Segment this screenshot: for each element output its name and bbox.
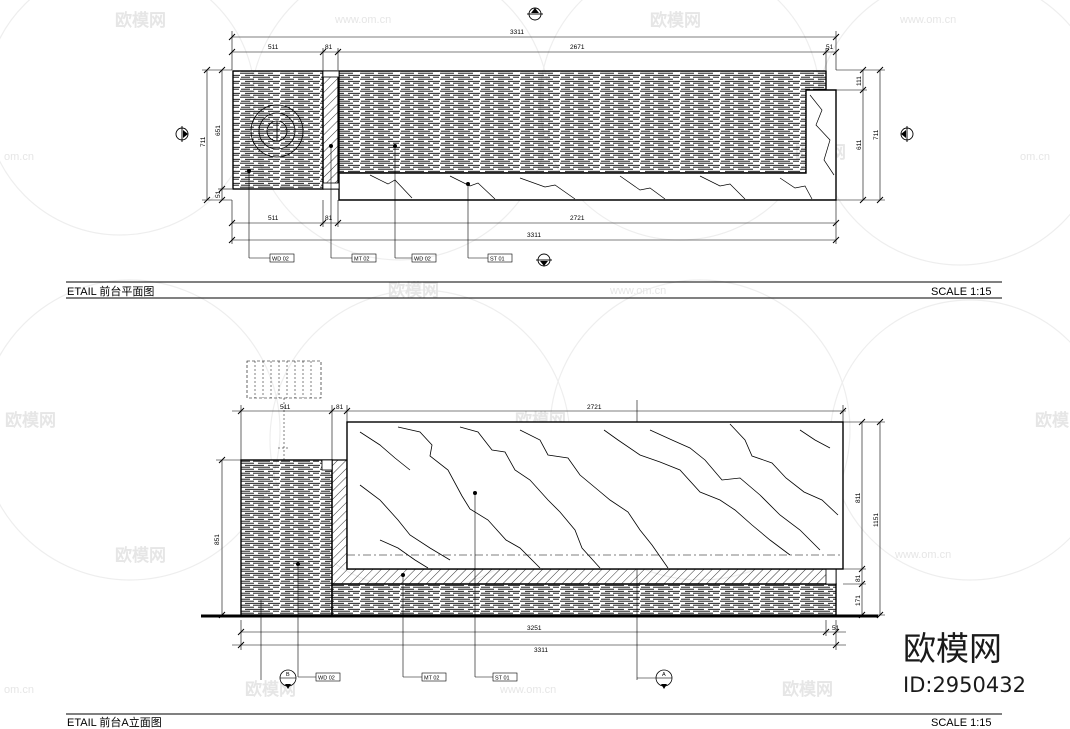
plan-dim-right: 111 xyxy=(856,76,863,86)
plan-dim-left: 651 xyxy=(215,125,222,136)
plan-chair-circle xyxy=(250,104,304,158)
plan-dim-right: 611 xyxy=(856,139,863,150)
watermark-url: om.cn xyxy=(4,151,34,163)
plan-dim-top: 81 xyxy=(325,44,333,51)
plan-dim-top: 2671 xyxy=(570,44,585,51)
watermark-url: www.om.cn xyxy=(894,549,951,561)
watermark-soft: 欧模网 xyxy=(388,280,439,301)
plan-stone-top xyxy=(338,89,837,201)
watermark-url: www.om.cn xyxy=(609,285,666,297)
elev-dim-total: 3311 xyxy=(534,647,548,654)
elev-dim-right: 171 xyxy=(855,595,862,606)
plan-dim-right: 711 xyxy=(873,129,880,140)
watermark-url: om.cn xyxy=(1020,151,1050,163)
elevation-title: ETAIL 前台A立面图 xyxy=(67,715,162,729)
elevation-view: 511 81 2721 851 811 1151 81 171 3251 51 … xyxy=(66,360,1002,729)
watermark-backdrop xyxy=(897,617,1047,702)
plan-dim-top: 51 xyxy=(826,44,834,51)
material-tag: MT 02 xyxy=(354,257,370,263)
section-callout-icon: A xyxy=(655,669,673,689)
watermark-url: www.om.cn xyxy=(499,684,556,696)
plan-scale: SCALE 1:15 xyxy=(931,286,992,298)
marble-veins xyxy=(359,423,839,569)
watermark-url: om.cn xyxy=(4,684,34,696)
elevation-scale: SCALE 1:15 xyxy=(931,717,992,729)
elev-dim-bottom: 51 xyxy=(832,625,840,632)
elev-dim-top: 2721 xyxy=(587,404,602,411)
material-tag: WD 02 xyxy=(414,257,431,263)
section-symbol-icon xyxy=(900,126,914,142)
plan-total-bottom: 3311 xyxy=(527,232,541,239)
watermark-soft: 欧模网 xyxy=(115,10,166,31)
plan-dim-bottom: 2721 xyxy=(570,215,585,222)
elev-dim-right: 1151 xyxy=(873,513,880,527)
plan-metal-strip xyxy=(322,70,339,190)
elev-dim-top: 511 xyxy=(280,404,291,411)
plan-dim-left: 711 xyxy=(200,136,207,147)
plan-low-counter xyxy=(232,70,324,190)
plan-high-counter xyxy=(338,70,827,174)
plan-title: ETAIL 前台平面图 xyxy=(67,284,154,298)
elev-low-counter xyxy=(240,459,333,616)
watermark-logo: 欧模网 xyxy=(903,629,1002,668)
material-tag: ST 01 xyxy=(490,257,505,263)
section-symbol-icon xyxy=(527,7,543,21)
watermark-url: www.om.cn xyxy=(899,14,956,26)
watermark-soft: 欧模网 xyxy=(782,679,833,700)
material-tag: ST 01 xyxy=(495,676,510,682)
section-callout-icon: B xyxy=(279,669,297,689)
watermark-soft: 欧模网 xyxy=(1035,410,1070,431)
elev-stone-panel xyxy=(346,421,844,570)
watermark-soft: 欧模网 xyxy=(650,10,701,31)
material-tag: WD 02 xyxy=(272,257,289,263)
plan-view: 3311 511 81 2671 51 511 81 2721 3311 711… xyxy=(66,7,1002,299)
elev-dim-left: 851 xyxy=(214,534,221,545)
section-symbol-icon xyxy=(536,253,552,267)
material-tag: MT 02 xyxy=(424,676,440,682)
elev-dim-top: 81 xyxy=(336,404,344,411)
material-tag: WD 02 xyxy=(318,676,335,682)
svg-text:A: A xyxy=(662,672,666,678)
plan-dim-top: 511 xyxy=(268,44,279,51)
plan-dim-left: 51 xyxy=(215,190,222,198)
elev-dim-right: 81 xyxy=(855,574,862,582)
watermark-url: www.om.cn xyxy=(334,14,391,26)
plan-total-top: 3311 xyxy=(510,29,524,36)
elev-dim-right: 811 xyxy=(855,492,862,503)
plan-dim-bottom: 511 xyxy=(268,215,279,222)
watermark-soft: 欧模网 xyxy=(115,545,166,566)
section-symbol-icon xyxy=(175,126,189,142)
plan-dim-bottom: 81 xyxy=(325,215,333,222)
elev-base-plinth xyxy=(331,583,837,616)
watermark-id: ID:2950432 xyxy=(903,673,1026,697)
svg-text:B: B xyxy=(286,672,290,678)
elev-dim-bottom: 3251 xyxy=(527,625,542,632)
lamp-icon xyxy=(246,360,322,399)
watermark-soft: 欧模网 xyxy=(5,410,56,431)
